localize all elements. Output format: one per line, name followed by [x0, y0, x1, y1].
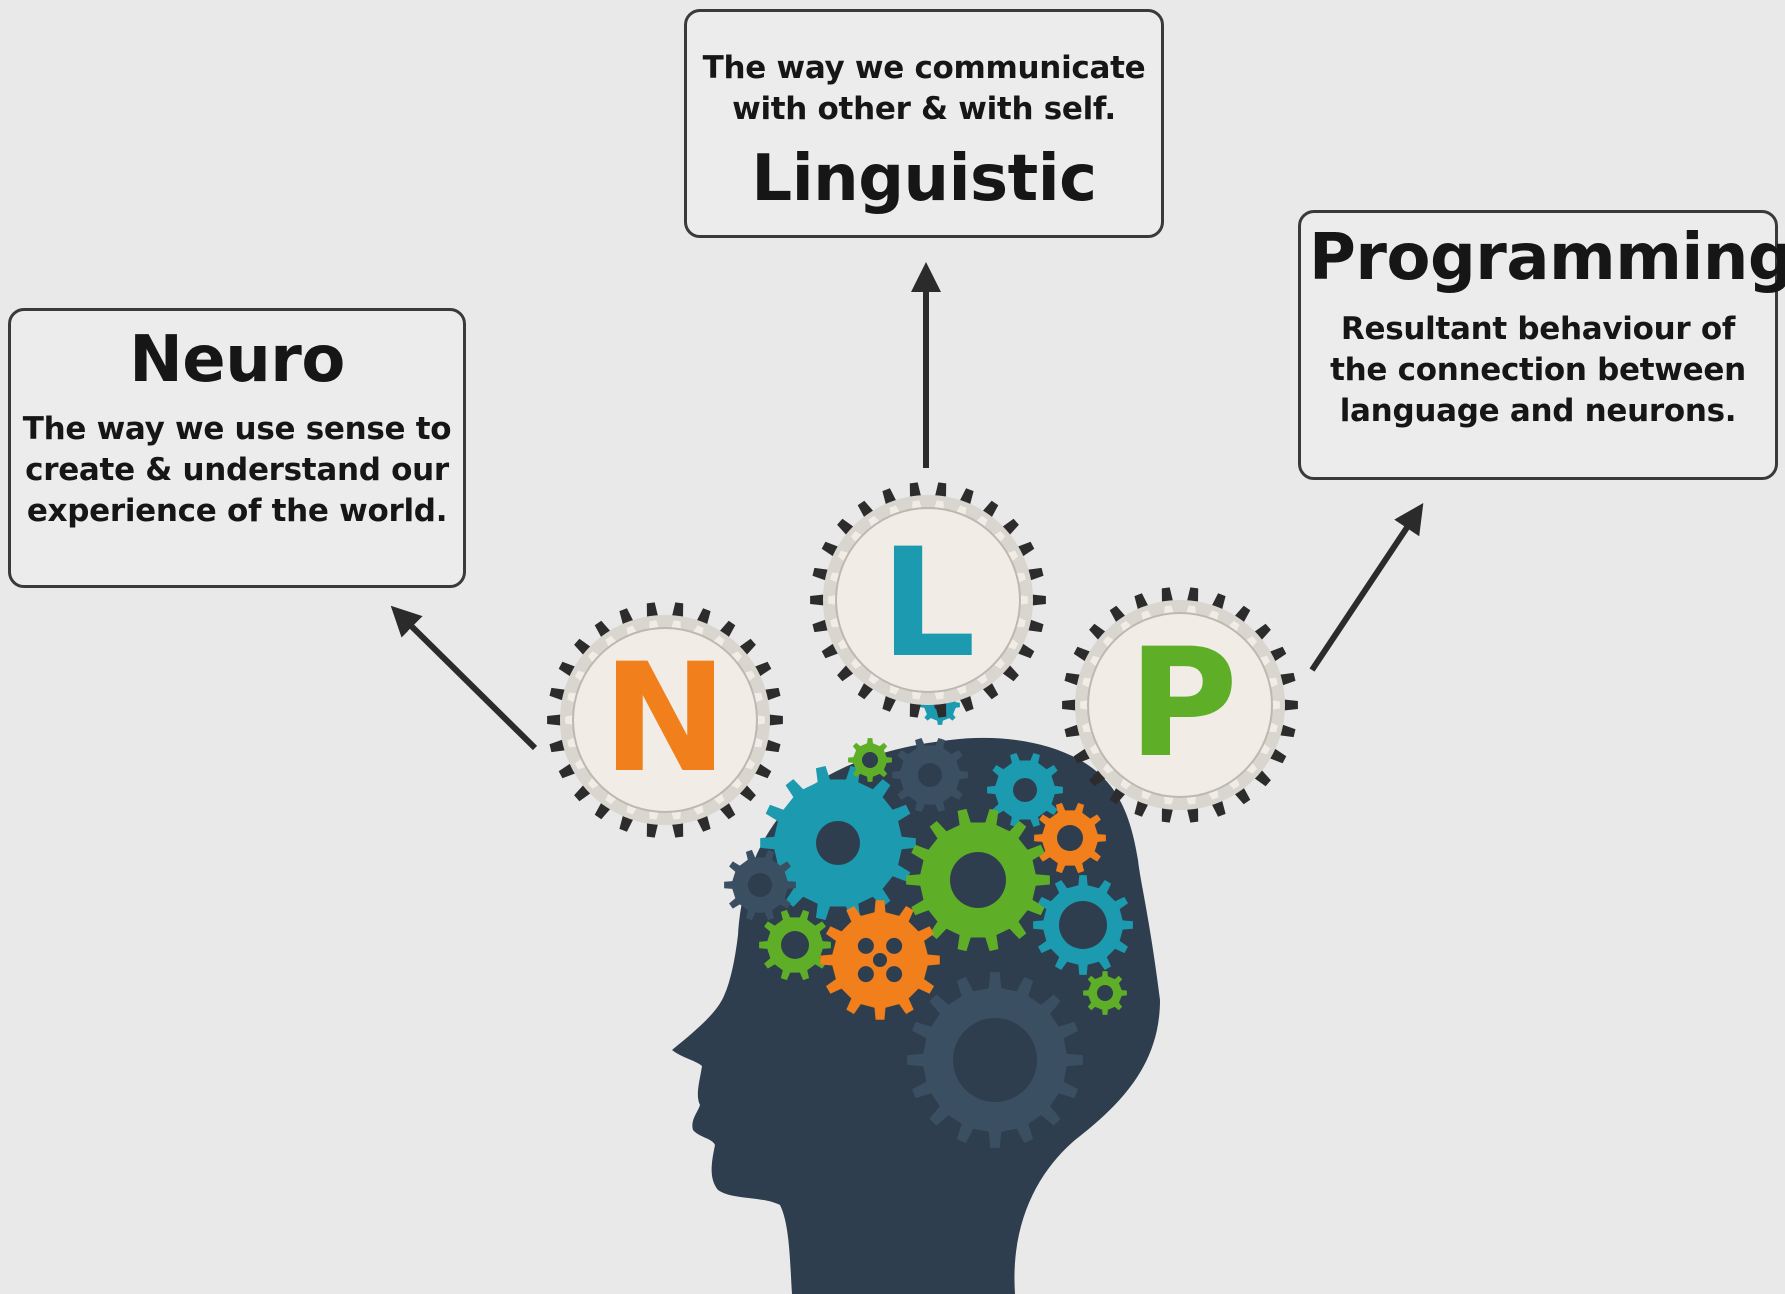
gear-hole	[873, 953, 887, 967]
gear-hole	[857, 937, 874, 954]
gear-hole	[1013, 778, 1037, 802]
gear-hole	[918, 763, 942, 787]
arrow-to-neuro	[390, 605, 538, 751]
gear-n	[547, 602, 783, 838]
programming-desc-line: Resultant behaviour of	[1340, 311, 1736, 348]
gear-hole	[886, 937, 903, 954]
gear-hole	[781, 931, 809, 959]
programming-desc-line: language and neurons.	[1339, 393, 1737, 430]
gear-hole	[950, 852, 1006, 908]
gear-hole	[953, 1018, 1037, 1102]
gear-hole	[886, 966, 903, 983]
neuro-desc-line: The way we use sense to	[22, 411, 452, 448]
linguistic-desc-line: with other & with self.	[732, 90, 1116, 127]
brain-gears	[724, 685, 1133, 1148]
gear-hole	[1059, 901, 1107, 949]
neuro-desc-line: experience of the world.	[26, 493, 448, 530]
gear-hole	[862, 752, 878, 768]
gear-hole	[816, 821, 860, 865]
gear-hole	[748, 873, 772, 897]
neuro-box: Neuro The way we use sense to create & u…	[8, 308, 466, 588]
letter-p: P	[1128, 617, 1238, 791]
linguistic-title: Linguistic	[751, 141, 1097, 216]
linguistic-box: The way we communicate with other & with…	[684, 9, 1164, 238]
gear-hole	[1097, 985, 1113, 1001]
neuro-title: Neuro	[129, 323, 345, 397]
linguistic-desc-line: The way we communicate	[702, 50, 1146, 86]
gear-face	[572, 627, 758, 813]
neuro-desc-line: create & understand our	[25, 452, 449, 489]
gear-p	[1062, 587, 1298, 823]
programming-box: Programming Resultant behaviour of the c…	[1298, 210, 1785, 480]
gear-face	[1087, 612, 1273, 798]
programming-title: Programming	[1309, 221, 1785, 295]
gear-hole	[1057, 825, 1083, 851]
programming-desc-line: the connection between	[1330, 352, 1746, 389]
programming-description: Resultant behaviour of the connection be…	[1309, 309, 1767, 432]
neuro-description: The way we use sense to create & underst…	[21, 409, 453, 532]
letter-n: N	[602, 632, 728, 806]
gear-face	[835, 507, 1021, 693]
gear-l	[810, 482, 1046, 718]
linguistic-description: The way we communicate with other & with…	[697, 48, 1151, 130]
letter-l: L	[880, 517, 976, 691]
arrow-to-programming	[1309, 503, 1424, 672]
gear-hole	[857, 966, 874, 983]
